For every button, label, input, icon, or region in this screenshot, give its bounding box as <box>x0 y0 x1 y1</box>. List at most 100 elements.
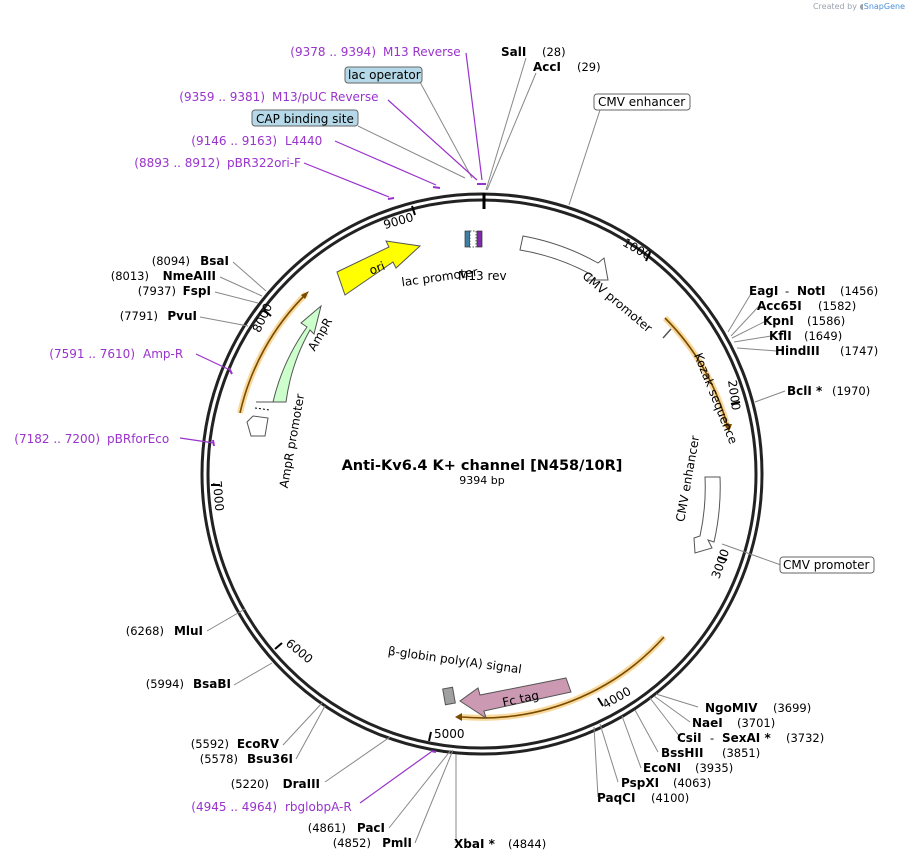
site-name: XbaI * <box>454 837 496 851</box>
site-name: SalI <box>501 45 526 59</box>
orf-arrowhead-2 <box>455 713 462 721</box>
site-pos: (4100) <box>651 791 689 805</box>
primer-leader-lines <box>179 52 483 804</box>
orf-line-3 <box>239 293 307 414</box>
site-ngomiv[interactable]: NgoMIV (3699) <box>705 701 811 715</box>
backbone-inner <box>206 198 758 750</box>
primer-labels: (9378 .. 9394) M13 Reverse (9359 .. 9381… <box>14 45 460 814</box>
site-name: EagI <box>749 284 778 298</box>
feature-leader-lines <box>357 81 782 566</box>
site-csii-sexai[interactable]: CsiI - SexAI * (3732) <box>677 731 824 745</box>
site-name: PmlI <box>382 836 412 850</box>
site-mlui[interactable]: (6268) MluI <box>126 624 203 638</box>
site-name: BssHII <box>661 746 703 760</box>
cap-binding-site-box[interactable]: CAP binding site <box>251 109 359 127</box>
site-acc65i[interactable]: Acc65I (1582) <box>757 299 856 313</box>
site-ecorv[interactable]: (5592) EcoRV <box>191 737 280 751</box>
primer-name: pBR322ori-F <box>227 156 301 170</box>
site-pos: (4844) <box>508 837 546 851</box>
site-pos: (1747) <box>840 344 878 358</box>
site-acci[interactable]: AccI (29) <box>533 60 601 74</box>
orf-arrowhead-3 <box>301 291 309 299</box>
tick-mark-8000 <box>263 309 272 317</box>
site-paci[interactable]: (4861) PacI <box>308 821 385 835</box>
site-name: PacI <box>357 821 385 835</box>
polya-label: β-globin poly(A) signal <box>387 644 523 677</box>
site-name: KpnI <box>763 314 794 328</box>
site-pos: (4063) <box>673 776 711 790</box>
primer-amp-r[interactable]: (7591 .. 7610) Amp-R <box>49 347 183 361</box>
site-kfli[interactable]: KflI (1649) <box>769 329 842 343</box>
site-name: BsaI <box>200 254 229 268</box>
primer-m13-reverse[interactable]: (9378 .. 9394) M13 Reverse <box>290 45 460 59</box>
tick-marks <box>211 205 741 742</box>
restriction-sites-left: (8094) BsaI (8013) NmeAIII (7937) FspI (… <box>111 254 412 850</box>
cmv-enhancer-box[interactable]: CMV enhancer <box>593 93 691 111</box>
site-pmli[interactable]: (4852) PmlI <box>333 836 412 850</box>
primer-m13-puc-reverse[interactable]: (9359 .. 9381) M13/pUC Reverse <box>179 90 378 104</box>
m13-rev-label: M13 rev <box>458 269 507 283</box>
ampr-feature <box>256 304 322 403</box>
site-sali[interactable]: SalI (28) <box>501 45 566 59</box>
site-bsu36i[interactable]: (5578) Bsu36I <box>200 752 293 766</box>
site-pos: (7791) <box>120 309 158 323</box>
site-draiii[interactable]: (5220) DraIII <box>231 777 320 791</box>
site-name: Bsu36I <box>247 752 293 766</box>
site-xbai[interactable]: XbaI * (4844) <box>454 837 546 851</box>
site-pspxi[interactable]: PspXI (4063) <box>621 776 711 790</box>
site-pos: (5994) <box>146 677 184 691</box>
site-kpni[interactable]: KpnI (1586) <box>763 314 845 328</box>
site-name: PvuI <box>167 309 197 323</box>
lac-operator-block <box>464 230 471 248</box>
site-pos: (3935) <box>695 761 733 775</box>
site-name: NmeAIII <box>163 269 216 283</box>
restriction-sites-right: SalI (28) AccI (29) EagI - NotI (1456) A… <box>454 45 878 851</box>
ampr-promoter-label: AmpR promoter <box>277 393 307 489</box>
site-leader-lines-left <box>199 261 454 844</box>
site-pos: (4861) <box>308 821 346 835</box>
tick-label-8000: 8000 <box>250 301 276 335</box>
site-bcli[interactable]: BclI * (1970) <box>787 384 870 398</box>
site-naei[interactable]: NaeI (3701) <box>692 716 775 730</box>
ori-feature <box>336 240 422 296</box>
site-hindiii[interactable]: HindIII (1747) <box>775 344 878 358</box>
primer-name: M13 Reverse <box>383 45 461 59</box>
site-eagi-noti[interactable]: EagI - NotI (1456) <box>749 284 878 298</box>
primer-marks <box>212 183 486 753</box>
cmv-promoter-box[interactable]: CMV promoter <box>779 556 875 574</box>
site-pos: (6268) <box>126 624 164 638</box>
box-label: lac operator <box>348 68 421 82</box>
primer-pbrforeco[interactable]: (7182 .. 7200) pBRforEco <box>14 432 169 446</box>
site-name: NgoMIV <box>705 701 758 715</box>
cmv-enhancer-label: CMV enhancer <box>673 434 702 522</box>
site-name: HindIII <box>775 344 820 358</box>
site-bsai[interactable]: (8094) BsaI <box>152 254 229 268</box>
primer-pbr322ori-f[interactable]: (8893 .. 8912) pBR322ori-F <box>134 156 301 170</box>
primer-rbglobpa-r[interactable]: (4945 .. 4964) rbglobpA-R <box>191 800 351 814</box>
site-pvui[interactable]: (7791) PvuI <box>120 309 197 323</box>
site-pos: (29) <box>577 60 601 74</box>
box-label: CMV enhancer <box>598 95 685 109</box>
site-name: PaqCI <box>597 791 635 805</box>
primer-l4440[interactable]: (9146 .. 9163) L4440 <box>191 134 322 148</box>
site-bsabi[interactable]: (5994) BsaBI <box>146 677 231 691</box>
orf-highlights <box>237 291 732 721</box>
site-pos: (4852) <box>333 836 371 850</box>
site-fspi[interactable]: (7937) FspI <box>138 284 211 298</box>
site-pos: (7937) <box>138 284 176 298</box>
site-bsshii[interactable]: BssHII (3851) <box>661 746 760 760</box>
site-name: Acc65I <box>757 299 802 313</box>
site-econi[interactable]: EcoNI (3935) <box>643 761 733 775</box>
ori-label: ori <box>367 259 387 278</box>
site-nmeaiii[interactable]: (8013) NmeAIII <box>111 269 216 283</box>
tick-label-6000: 6000 <box>283 636 315 666</box>
box-label: CMV promoter <box>783 558 870 572</box>
site-name: AccI <box>533 60 561 74</box>
tick-label-9000: 9000 <box>382 210 415 232</box>
tick-mark-5000 <box>428 731 432 742</box>
lac-operator-box[interactable]: lac operator <box>344 66 423 84</box>
site-pos: (1582) <box>818 299 856 313</box>
site-pos: (8013) <box>111 269 149 283</box>
tick-mark-9000 <box>411 205 416 216</box>
site-paqci[interactable]: PaqCI (4100) <box>597 791 689 805</box>
